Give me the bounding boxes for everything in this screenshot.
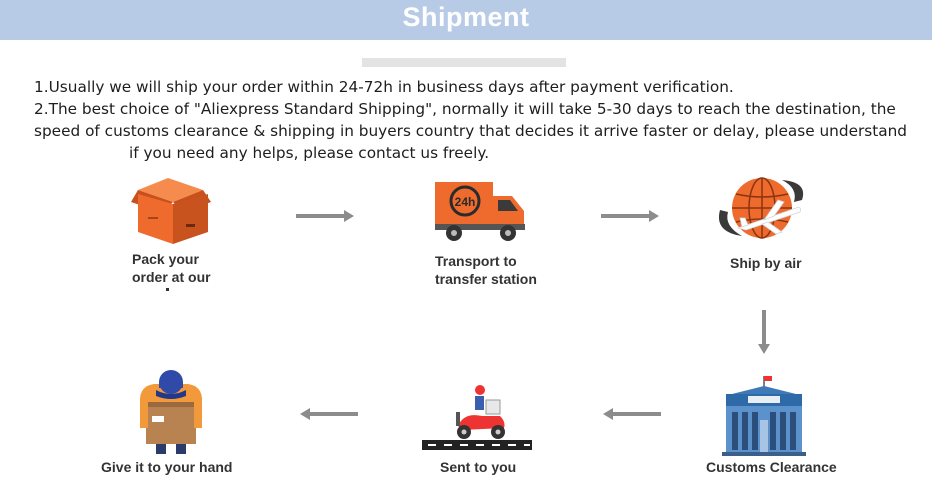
step-pack-label: Pack your order at our (132, 250, 242, 284)
step-customs-label: Customs Clearance (706, 459, 837, 475)
arrow-right-icon (601, 210, 659, 222)
shipping-notes: 1.Usually we will ship your order within… (34, 76, 914, 164)
step-sent-label: Sent to you (440, 459, 517, 475)
step-pack-label-line2: order at our (132, 269, 211, 284)
delivery-truck-24h-icon: 24h (435, 182, 525, 241)
step-give-label: Give it to your hand (101, 459, 233, 475)
person-holding-box-icon (140, 370, 202, 454)
step-transport: 24h (432, 178, 532, 244)
note-line-2: 2.The best choice of "Aliexpress Standar… (34, 100, 896, 118)
shipment-header: Shipment (0, 0, 932, 40)
arrow-right-icon (296, 210, 354, 222)
step-customs-clearance (720, 374, 808, 456)
step-transport-label-line2: transfer station (435, 271, 537, 287)
step-transport-label-line1: Transport to (435, 253, 517, 269)
note-line-4: if you need any helps, please contact us… (129, 144, 490, 162)
step-pack-label-cut (166, 288, 169, 291)
step-ship-by-air-label: Ship by air (730, 255, 802, 271)
step-sent-to-you (420, 382, 534, 452)
note-line-3: speed of customs clearance & shipping in… (34, 122, 908, 140)
step-transport-label: Transport to transfer station (435, 252, 565, 288)
svg-text:24h: 24h (455, 195, 476, 209)
courier-scooter-icon (422, 385, 532, 450)
arrow-left-icon (300, 408, 358, 420)
step-give-to-hand (134, 368, 208, 456)
arrow-down-icon (758, 310, 770, 354)
arrow-left-icon (603, 408, 661, 420)
customs-building-icon (722, 376, 806, 456)
header-title: Shipment (402, 2, 530, 32)
title-underline-bar (362, 58, 566, 67)
note-line-1: 1.Usually we will ship your order within… (34, 78, 734, 96)
package-box-icon (131, 178, 211, 244)
step-pack-label-line1: Pack your (132, 251, 199, 267)
step-ship-by-air (712, 170, 810, 248)
globe-airplane-icon (718, 177, 804, 239)
step-pack-order (128, 172, 218, 247)
